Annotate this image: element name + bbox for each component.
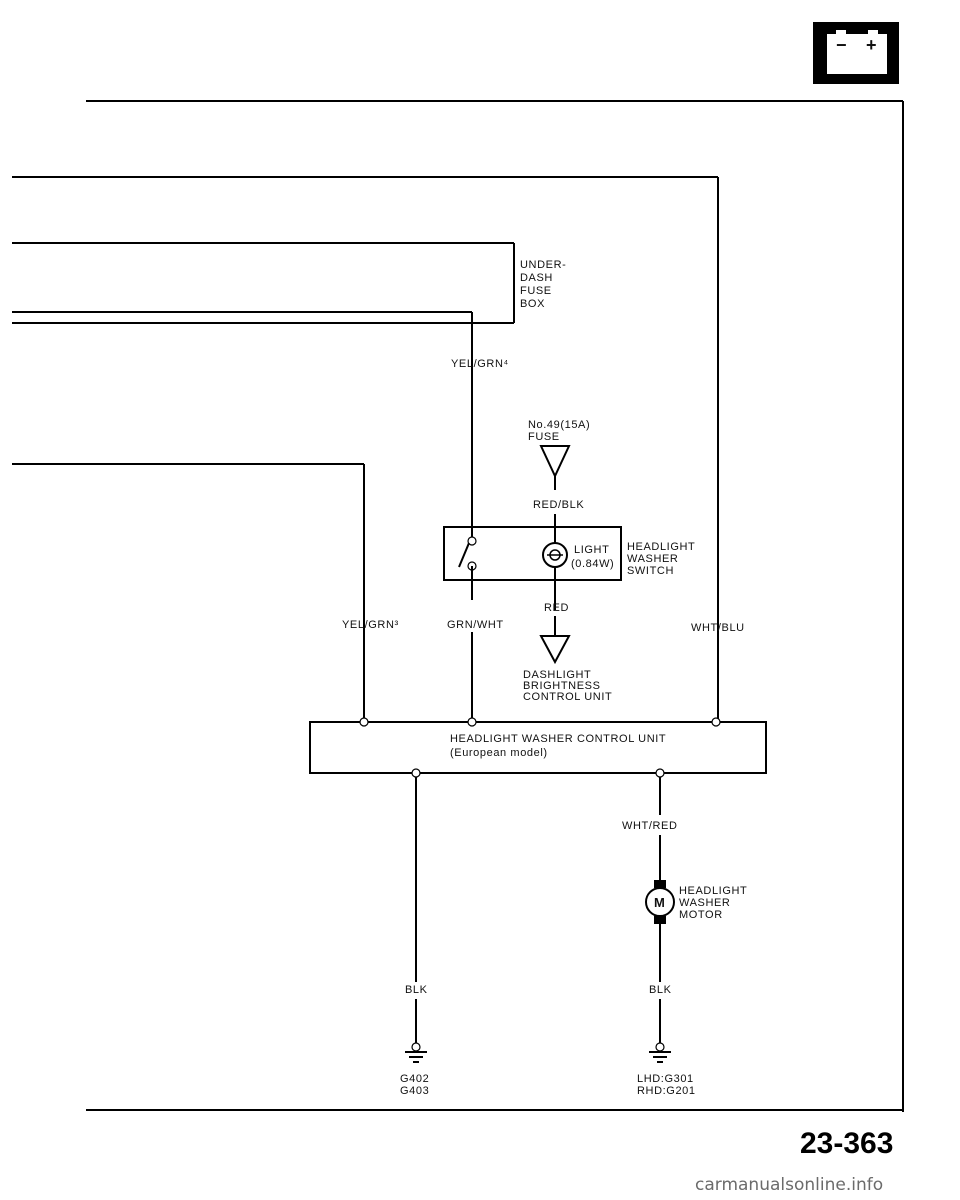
headlight-washer-control-unit-box	[309, 721, 767, 774]
wire-label-red: RED	[544, 602, 569, 614]
headlight-washer-switch-box	[443, 526, 622, 581]
wire-label-yel-grn-3: YEL/GRN³	[342, 619, 399, 631]
motor-symbol: M	[654, 895, 665, 910]
wire-yel-grn-3	[12, 463, 365, 722]
headlight-washer-switch-label: HEADLIGHT WASHER SWITCH	[627, 541, 699, 577]
wire-label-wht-red: WHT/RED	[622, 820, 678, 832]
footer-watermark: carmanualsonline.info	[695, 1175, 883, 1195]
dashlight-brightness-control-unit-label: DASHLIGHT BRIGHTNESS CONTROL UNIT	[523, 669, 612, 703]
wire-label-blk-left: BLK	[405, 984, 428, 996]
fuse-label: No.49(15A) FUSE	[528, 419, 594, 443]
fuse-box-outline	[12, 242, 515, 324]
page-frame	[86, 100, 904, 1112]
page-number: 23-363	[800, 1127, 893, 1160]
light-label: LIGHT (0.84W)	[571, 544, 614, 570]
fuse-triangle-icon	[539, 445, 571, 490]
wire-label-yel-grn-4: YEL/GRN⁴	[451, 358, 509, 370]
ground-icon-left	[405, 1042, 427, 1063]
ground-label-right: LHD:G301 RHD:G201	[637, 1073, 697, 1097]
control-unit-label: HEADLIGHT WASHER CONTROL UNIT (European …	[450, 733, 670, 759]
wire-yel-grn-4	[12, 311, 473, 540]
dashlight-connector-triangle-icon	[539, 635, 571, 665]
headlight-washer-motor-label: HEADLIGHT WASHER MOTOR	[679, 885, 751, 921]
fuse-box-label: UNDER- DASH FUSE BOX	[520, 259, 570, 310]
wire-label-wht-blu: WHT/BLU	[691, 622, 745, 634]
switch-contact-icon	[458, 536, 477, 600]
ground-label-left: G402 G403	[400, 1073, 433, 1097]
battery-plus-sign: +	[866, 35, 877, 55]
wire-label-grn-wht: GRN/WHT	[447, 619, 504, 631]
indicator-bulb-icon	[542, 540, 568, 610]
ground-icon-right	[649, 1042, 671, 1063]
wire-label-red-blk: RED/BLK	[533, 499, 584, 511]
wire-wht-blu-feed	[12, 176, 719, 722]
battery-minus-sign: −	[836, 35, 847, 55]
motor-icon: M	[645, 880, 675, 924]
wire-label-blk-right: BLK	[649, 984, 672, 996]
battery-icon: − +	[813, 22, 899, 84]
